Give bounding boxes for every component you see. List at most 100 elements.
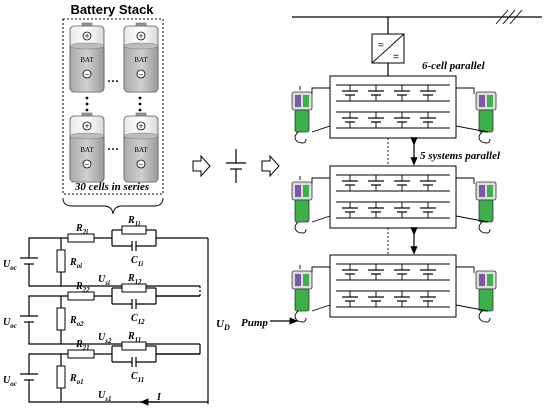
battery-cell: + BAT − xyxy=(123,112,159,183)
battery-cell: + BAT − xyxy=(123,22,159,93)
minus-terminal-icon: − xyxy=(139,70,144,79)
resistor-ro xyxy=(56,365,66,389)
cell-symbol xyxy=(368,112,384,128)
electrolyte-tank-icon xyxy=(291,270,313,323)
cell-symbol xyxy=(368,175,384,191)
resistor-r2 xyxy=(67,291,95,301)
cell-symbol xyxy=(342,291,358,307)
battery-cell: + BAT − xyxy=(69,22,105,93)
resistor-ro xyxy=(56,249,66,273)
us-label: Us2 xyxy=(98,332,112,345)
cell-symbol xyxy=(368,202,384,218)
r2-label: R22 xyxy=(75,281,90,294)
cell-label: BAT xyxy=(80,56,94,64)
cell-symbol xyxy=(368,264,384,280)
r1-label: R1i xyxy=(127,215,140,228)
converter-dc-symbol: = xyxy=(393,52,399,63)
current-label: I xyxy=(156,392,162,403)
c1-label: C12 xyxy=(131,313,145,326)
systems-parallel-label: 5 systems parallel xyxy=(420,150,501,162)
cell-symbol xyxy=(420,202,436,218)
resistor-ro xyxy=(56,307,66,331)
r2-label: R21 xyxy=(75,339,90,352)
cell-symbol xyxy=(342,85,358,101)
left-hollow-arrow xyxy=(192,154,211,178)
plus-terminal-icon: + xyxy=(139,122,144,131)
electrolyte-tank-icon xyxy=(291,181,313,234)
battery-stack-frame xyxy=(62,18,164,195)
electrolyte-tank-icon xyxy=(475,181,497,234)
resistor-r2 xyxy=(67,349,95,359)
right-hollow-arrow xyxy=(261,154,280,178)
plus-terminal-icon: + xyxy=(85,32,90,41)
cell-label: BAT xyxy=(80,146,94,154)
cell-symbol xyxy=(342,112,358,128)
cell-symbol xyxy=(420,175,436,191)
dc-symbol xyxy=(226,149,246,183)
middle-arrows xyxy=(192,149,280,183)
cell-symbol xyxy=(394,175,410,191)
us-label: Usi xyxy=(98,274,110,287)
electrolyte-tank-icon xyxy=(475,270,497,323)
cell-symbol xyxy=(394,112,410,128)
plus-terminal-icon: + xyxy=(139,32,144,41)
voc-label: Uoc xyxy=(3,375,17,388)
cell-symbol xyxy=(420,85,436,101)
electrolyte-tank-icon xyxy=(291,91,313,144)
flow-battery-system xyxy=(291,75,497,166)
cell-symbol xyxy=(368,85,384,101)
cell-symbol xyxy=(342,175,358,191)
pump-label: Pump xyxy=(241,317,268,329)
r2-label: R2i xyxy=(75,223,88,236)
dc-ac-converter: ≈ = xyxy=(371,33,405,64)
vertical-dots-right xyxy=(138,96,142,112)
resistor-r2 xyxy=(67,233,95,243)
equivalent-circuit: UocR2iR1iC1iRoiUsiUocR22R12C12Ro2Us2UocR… xyxy=(3,215,298,406)
battery-cells: + BAT − + BAT − + BAT − + BAT − xyxy=(69,22,159,183)
cell-symbol xyxy=(394,264,410,280)
electrolyte-tank-icon xyxy=(475,91,497,144)
parallel-system: ≈ = 6-cell parallel 5 systems parallel xyxy=(291,9,542,323)
r1-label: R12 xyxy=(127,273,142,286)
ro-label: Roi xyxy=(69,257,82,270)
vertical-dots-left xyxy=(85,96,89,112)
cell-label: BAT xyxy=(134,146,148,154)
minus-terminal-icon: − xyxy=(85,160,90,169)
minus-terminal-icon: − xyxy=(139,160,144,169)
battery-stack: Battery Stack + BAT − + BAT − + BAT − + BAT − … … 3… xyxy=(62,2,164,215)
plus-terminal-icon: + xyxy=(85,122,90,131)
r1-label: R11 xyxy=(127,331,141,344)
stage-connectors xyxy=(156,286,201,355)
cell-symbol xyxy=(394,202,410,218)
c1-label: C1i xyxy=(131,255,143,268)
cell-symbol xyxy=(420,112,436,128)
ro-label: Ro2 xyxy=(69,315,84,328)
c1-label: C11 xyxy=(131,371,144,384)
cell-parallel-label: 6-cell parallel xyxy=(422,60,486,72)
cell-symbol xyxy=(342,264,358,280)
flow-battery-system xyxy=(291,165,497,255)
series-caption: 30 cells in series xyxy=(74,181,149,193)
cell-ellipsis-top: … xyxy=(107,71,119,85)
cell-symbol xyxy=(394,85,410,101)
voc-label: Uoc xyxy=(3,317,17,330)
cell-symbol xyxy=(420,291,436,307)
battery-cell: + BAT − xyxy=(69,112,105,183)
minus-terminal-icon: − xyxy=(85,70,90,79)
ud-label: UD xyxy=(216,318,230,332)
cell-symbol xyxy=(394,291,410,307)
us-label: Us1 xyxy=(98,390,111,403)
voc-label: Uoc xyxy=(3,259,17,272)
cell-symbol xyxy=(420,264,436,280)
cell-label: BAT xyxy=(134,56,148,64)
cell-symbol xyxy=(342,202,358,218)
cell-ellipsis-bottom: … xyxy=(107,139,119,153)
cell-symbol xyxy=(368,291,384,307)
converter-ac-symbol: ≈ xyxy=(378,40,384,51)
flow-battery-system xyxy=(291,254,497,323)
battery-stack-title: Battery Stack xyxy=(70,2,154,17)
